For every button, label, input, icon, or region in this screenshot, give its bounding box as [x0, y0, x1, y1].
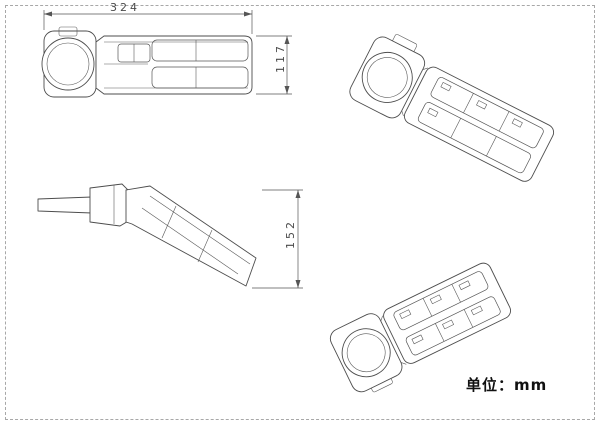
dimension-side-height	[252, 189, 303, 289]
clamp-cap	[58, 26, 78, 37]
dimension-label-overall-length: 324	[110, 1, 140, 14]
arrowhead	[295, 190, 301, 198]
bar-clamp-inner-circle	[346, 333, 386, 373]
arrowhead	[295, 280, 301, 288]
bar-clamp-inner-circle	[366, 57, 408, 98]
unit-label: 单位：mm	[466, 376, 548, 394]
arrowhead	[284, 86, 290, 94]
side-view	[37, 183, 257, 287]
bar-clamp-inner-circle	[46, 42, 90, 86]
isometric-view-bottom	[329, 262, 511, 393]
dimension-label-side-height: 152	[284, 219, 297, 249]
arm-outline	[125, 185, 257, 287]
arrowhead	[44, 11, 52, 17]
dimension-overall-length	[43, 10, 253, 34]
body-outline	[403, 66, 555, 182]
body-outline	[383, 262, 511, 364]
bar-clamp-circle	[361, 52, 413, 103]
dimension-overall-height	[256, 35, 292, 95]
isometric-view-top	[349, 34, 555, 182]
dimension-label-overall-height: 117	[274, 43, 287, 73]
bar-outline	[37, 196, 93, 214]
body-outline	[95, 35, 253, 95]
arrowhead	[284, 36, 290, 44]
bar-clamp-circle	[341, 328, 391, 378]
clamp-outline	[89, 183, 131, 227]
arrowhead	[244, 11, 252, 17]
top-plan-view	[41, 26, 253, 98]
bar-clamp-circle	[41, 37, 95, 91]
